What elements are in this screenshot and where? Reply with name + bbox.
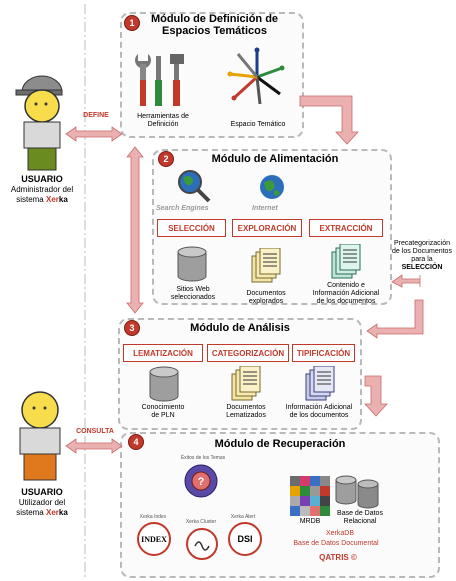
svg-text:?: ? <box>198 476 205 488</box>
cluster-icon <box>186 528 218 560</box>
module-number: 2 <box>158 151 174 167</box>
lemmatized-caption: Documentos Lematizados <box>226 404 266 420</box>
module-retrieval <box>120 432 440 578</box>
pln-database-icon <box>149 366 179 402</box>
relational-db-caption: Base de Datos Relacional <box>337 510 383 526</box>
consult-user-desc: Utilizador del sistema Xerka <box>16 498 68 517</box>
module-title: Módulo de Análisis <box>190 322 290 334</box>
tag-extraccion: EXTRACCIÓN <box>309 219 383 237</box>
internet-icon <box>260 175 284 199</box>
pln-caption: Conocimiento de PLN <box>141 404 185 420</box>
tools-icon <box>135 54 184 106</box>
topics-label: Éxitos de los Temas <box>180 455 226 461</box>
module-title: Módulo de Recuperación <box>214 438 346 450</box>
mrdb-icon <box>290 476 330 516</box>
tools-caption: Herramientas de Definición <box>137 113 189 129</box>
module-title: Módulo de Alimentación <box>211 153 339 165</box>
mrdb-label: MRDB <box>299 518 321 525</box>
alert-top-label: Xerka Alert <box>230 514 256 520</box>
module-title: Módulo de Definición de Espacios Temátic… <box>150 13 279 37</box>
index-icon: INDEX <box>137 522 171 556</box>
module-definition <box>120 12 304 138</box>
relational-db-icon <box>335 475 379 509</box>
docs-explored-caption: Documentos explorados <box>246 290 286 306</box>
module-number: 1 <box>124 15 140 31</box>
module-number: 3 <box>124 320 140 336</box>
admin-user-desc: Administrador del sistema Xerka <box>10 185 74 204</box>
admin-user-title: USUARIO <box>21 174 63 184</box>
tag-categorizacion: CATEGORIZACIÓN <box>207 344 289 362</box>
topics-icon: ? <box>184 464 218 498</box>
content-caption: Contenido e Información Adicional de los… <box>312 282 380 306</box>
index-top-label: Xerka Index <box>139 514 167 520</box>
lemmatized-docs-icon <box>231 366 261 401</box>
tag-tipificacion: TIPIFICACIÓN <box>292 344 355 362</box>
documents-icon <box>251 248 281 283</box>
xerkadb-label: XerkaDB <box>325 530 355 537</box>
additional-info-caption: Información Adicional de los documentos <box>285 404 353 420</box>
internet-caption: Internet <box>252 205 278 212</box>
consult-user-title: USUARIO <box>21 487 63 497</box>
search-engines-caption: Search Engines <box>156 205 209 212</box>
dsi-icon: DSI <box>228 522 262 556</box>
module-number: 4 <box>128 434 144 450</box>
sites-caption: Sitios Web seleccionados <box>170 286 216 302</box>
consulta-label: CONSULTA <box>76 428 114 435</box>
thematic-space-icon <box>227 47 285 105</box>
thematic-space-caption: Espacio Temático <box>230 121 286 128</box>
documental-db-label: Base de Datos Documental <box>293 540 379 547</box>
qatris-label: QATRIS © <box>319 553 357 562</box>
define-label: DEFINE <box>83 112 109 119</box>
precategorization-note: Precategorización de los Documentos para… <box>392 240 452 272</box>
admin-user-icon <box>15 75 63 171</box>
search-engines-icon <box>178 170 211 203</box>
tag-exploracion: EXPLORACIÓN <box>232 219 302 237</box>
tag-lematizacion: LEMATIZACIÓN <box>123 344 203 362</box>
tag-seleccion: SELECCIÓN <box>157 219 226 237</box>
content-documents-icon <box>331 244 361 279</box>
consult-user-icon <box>19 391 61 481</box>
database-icon <box>177 246 207 282</box>
additional-info-icon <box>305 366 335 401</box>
cluster-top-label: Xerka Cluster <box>185 519 217 525</box>
